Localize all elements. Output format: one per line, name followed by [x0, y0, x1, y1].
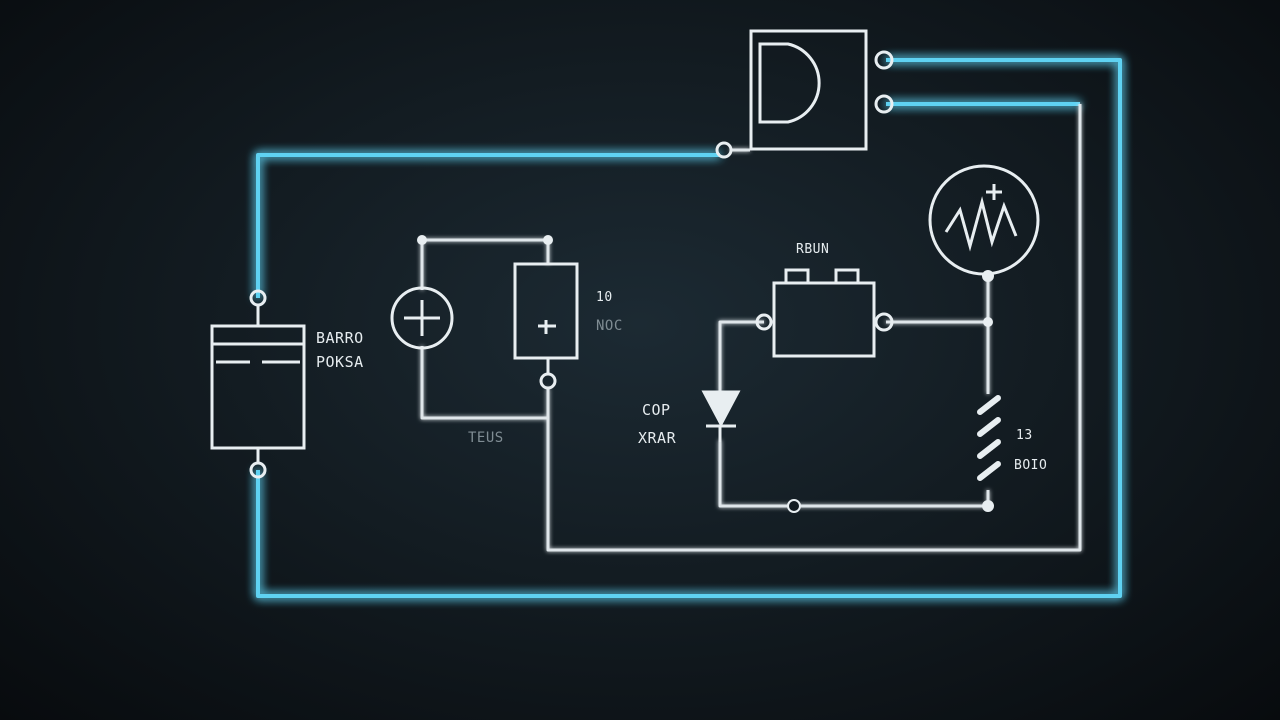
white-wires — [420, 104, 1082, 552]
relay-pin-left — [784, 268, 810, 285]
source-circle — [390, 286, 454, 350]
diode-triangle — [701, 390, 741, 428]
node-source-top-left — [417, 235, 427, 245]
wire-inner-right-down — [546, 104, 1082, 552]
node-resistor-bottom — [982, 500, 994, 512]
resistor-seg-1 — [977, 395, 1001, 415]
resistor-seg-2 — [977, 417, 1001, 437]
gate-output-node-1 — [874, 50, 894, 70]
switch-node — [539, 372, 557, 390]
relay-node-left — [755, 313, 773, 331]
glow-wire-top-right — [256, 58, 1122, 598]
wire-diode-bottom — [718, 440, 990, 508]
relay-pin-right — [834, 268, 860, 285]
relay-body — [772, 281, 876, 358]
diode-label-line2: XRAR — [638, 429, 677, 447]
meter-circle — [928, 164, 1040, 276]
relay-label: RBUN — [796, 242, 830, 257]
relay-symbol — [755, 268, 894, 358]
resistor-label-line1: 13 — [1016, 428, 1033, 443]
diode-label-line1: COP — [642, 401, 671, 419]
source-nodes — [417, 235, 553, 245]
wire-source-loop — [420, 238, 550, 290]
meter-zigzag — [944, 196, 1018, 252]
junction-nodes — [787, 270, 994, 513]
resistor-seg-4 — [977, 461, 1001, 481]
meter-symbol — [928, 164, 1040, 276]
battery-label-line2: POKSA — [316, 353, 364, 371]
resistor-symbol — [977, 395, 1001, 481]
gate-box — [749, 29, 868, 151]
node-source-top-right — [543, 235, 553, 245]
and-gate-symbol — [715, 29, 894, 159]
switch-body — [513, 262, 579, 360]
node-relay-junction — [983, 317, 993, 327]
switch-label-noc: NOC — [596, 318, 623, 334]
battery-node-top — [249, 289, 267, 307]
wire-source-bottom — [420, 346, 548, 420]
source-label-bottom: TEUS — [468, 430, 504, 446]
resistor-seg-3 — [977, 439, 1001, 459]
battery-label-line1: BARRO — [316, 329, 364, 347]
switch-label-10: 10 — [596, 290, 613, 305]
node-meter-bottom — [982, 270, 994, 282]
battery-node-bottom — [249, 461, 267, 479]
relay-node-right — [874, 312, 894, 332]
battery-symbol — [210, 289, 306, 479]
glow-wire-left-top — [256, 153, 720, 298]
gate-input-node — [715, 141, 733, 159]
gate-output-node-2 — [874, 94, 894, 114]
diode-symbol — [701, 390, 741, 442]
outer-glow-wire — [256, 58, 1122, 598]
source-symbol — [390, 286, 454, 350]
switch-symbol — [513, 262, 579, 390]
resistor-label-line2: BOIO — [1014, 458, 1048, 473]
wire-relay-left — [718, 320, 764, 392]
node-bottom-middle — [787, 499, 801, 513]
gate-shape — [758, 42, 821, 124]
